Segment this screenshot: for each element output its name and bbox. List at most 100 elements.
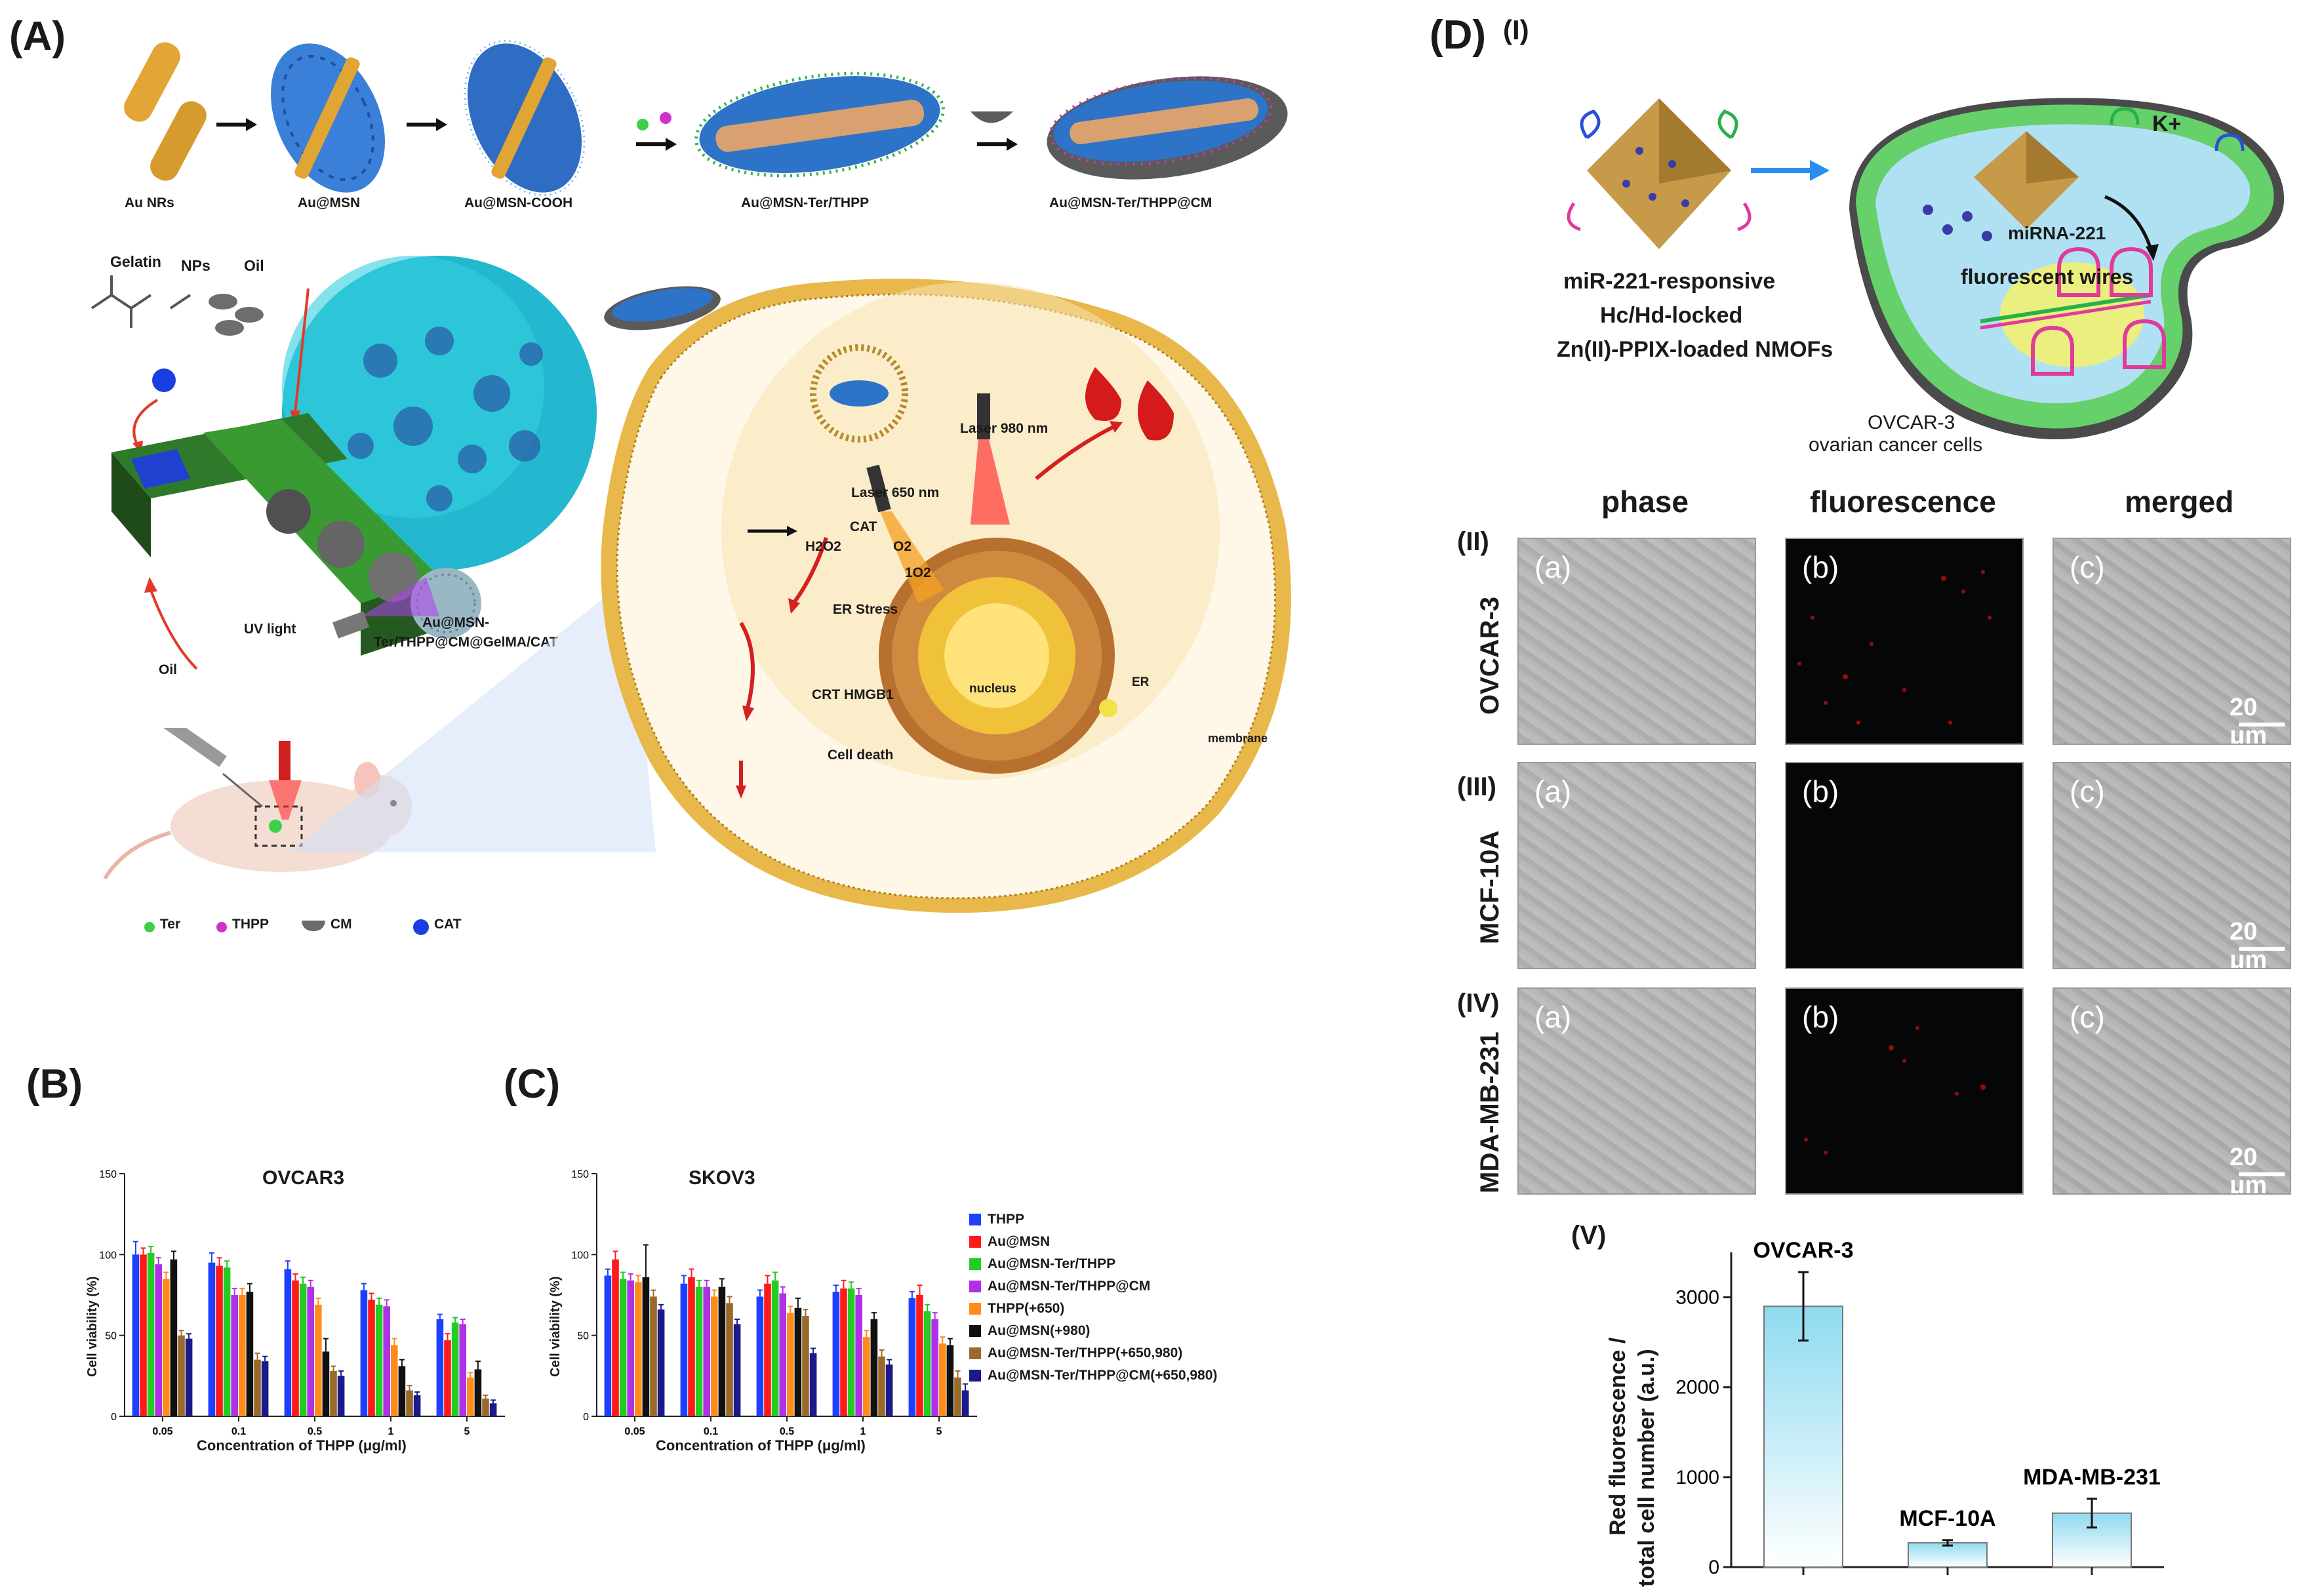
nucleus-label: nucleus (969, 682, 1016, 696)
bar (718, 1286, 726, 1416)
scheme-cell-line2: ovarian cancer cells (1809, 434, 1983, 456)
chart-c-title: SKOV3 (689, 1167, 755, 1189)
chart-c-ylabel: Cell viability (%) (548, 1276, 563, 1377)
bar (254, 1359, 261, 1416)
legend-swatch (969, 1236, 981, 1248)
subpanel-a: (a) (1534, 1000, 1572, 1034)
bar (878, 1356, 885, 1416)
legend-label: Au@MSN (988, 1234, 1051, 1249)
chart-b-ylabel: Cell viability (%) (85, 1276, 100, 1377)
roman-v: (V) (1571, 1221, 1607, 1250)
legend-item: Au@MSN-Ter/THPP (969, 1256, 1115, 1272)
y-tick-label: 150 (571, 1169, 589, 1180)
legend-thpp-label: THPP (232, 917, 270, 932)
scale-text: 20 μm (2230, 918, 2268, 969)
scale-text: 20 μm (2230, 694, 2268, 745)
x-tick-label: 5 (936, 1426, 942, 1437)
bar (444, 1340, 451, 1416)
legend-label: THPP(+650) (988, 1301, 1065, 1316)
bar (459, 1324, 466, 1416)
oil-top-label: Oil (244, 257, 264, 274)
product-label-line2: Ter/THPP@CM@GelMA/CAT (374, 635, 558, 650)
legend-item: Au@MSN-Ter/THPP@CM (969, 1279, 1150, 1294)
bar-category-label: OVCAR-3 (1753, 1238, 1853, 1263)
scale-text: 20 μm (2230, 1144, 2268, 1195)
bar (231, 1295, 238, 1416)
panel-a-legend: Ter THPP CM CAT (144, 915, 511, 942)
nmof-line2: Hc/Hd-locked (1600, 303, 1743, 328)
nmof-scheme (1567, 98, 2285, 440)
header-fluorescence: fluorescence (1810, 485, 1996, 519)
y-tick-label: 0 (1708, 1557, 1719, 1578)
red-fluorescence-dots (1797, 570, 1992, 725)
legend-item: THPP (969, 1212, 1024, 1227)
laser-980-label: Laser 980 nm (960, 421, 1049, 436)
legend-label: Au@MSN(+980) (988, 1323, 1091, 1338)
x-tick-label: 1 (860, 1426, 866, 1437)
legend-swatch (969, 1258, 981, 1270)
legend-swatch (969, 1303, 981, 1315)
bar (885, 1364, 893, 1416)
legend-label: Au@MSN-Ter/THPP@CM(+650,980) (988, 1368, 1218, 1383)
chart-c-xlabel: Concentration of THPP (μg/ml) (656, 1437, 866, 1454)
chart-c-legend: THPP Au@MSN Au@MSN-Ter/THPP Au@MSN-Ter/THPP… (969, 1212, 1310, 1408)
x-tick-label: 0.5 (780, 1426, 794, 1437)
bar (946, 1345, 954, 1416)
bar (688, 1277, 695, 1416)
bar (604, 1275, 612, 1416)
roman-iv: (IV) (1457, 989, 1500, 1018)
row-label-ovcar3: OVCAR-3 (1475, 596, 1504, 715)
roman-iii: (III) (1457, 772, 1496, 801)
step-label-au-msn-cooh: Au@MSN-COOH (464, 195, 573, 210)
subpanel-a: (a) (1534, 550, 1572, 584)
scale-bar (2239, 1172, 2285, 1176)
y-tick-label: 1000 (1675, 1467, 1719, 1488)
bar (756, 1296, 764, 1416)
bar (467, 1377, 474, 1416)
bar (398, 1366, 406, 1416)
er-label: ER (1132, 675, 1150, 689)
bar (246, 1292, 254, 1416)
roman-ii: (II) (1457, 527, 1489, 556)
x-tick-label: 5 (464, 1426, 470, 1437)
product-label-line1: Au@MSN- (422, 615, 490, 630)
bar (163, 1279, 170, 1416)
x-tick-label: 0.05 (624, 1426, 645, 1437)
bar (695, 1286, 703, 1416)
bar (368, 1300, 375, 1416)
y-tick-label: 100 (571, 1250, 589, 1261)
bar (223, 1267, 231, 1416)
bar (330, 1370, 337, 1416)
roman-i: (I) (1503, 14, 1529, 45)
bar (832, 1292, 840, 1416)
bar (147, 1252, 155, 1416)
bar (383, 1306, 390, 1416)
nps-label: NPs (181, 257, 210, 274)
chart-b-xlabel: Concentration of THPP (μg/ml) (197, 1437, 407, 1454)
legend-swatch (969, 1370, 981, 1382)
bar (642, 1277, 650, 1416)
au-msn-ter-thpp-cm-drawing (1047, 76, 1288, 180)
bar (779, 1293, 786, 1416)
legend-cat-dot (413, 919, 429, 935)
subpanel-c: (c) (2070, 550, 2105, 584)
bar (680, 1283, 688, 1416)
legend-swatch (969, 1325, 981, 1337)
y-tick-label: 0 (583, 1412, 589, 1423)
legend-swatch (969, 1214, 981, 1225)
x-tick-label: 0.1 (704, 1426, 718, 1437)
au-nanorods-drawing (124, 42, 207, 181)
o2-label: O2 (893, 539, 912, 554)
step-label-au-nrs: Au NRs (125, 195, 174, 210)
bar (1763, 1305, 1843, 1568)
subpanel-b: (b) (1802, 1000, 1839, 1034)
legend-label: Au@MSN-Ter/THPP@CM (988, 1279, 1151, 1294)
y-tick-label: 50 (105, 1331, 117, 1342)
bar (474, 1369, 482, 1416)
mdamb231-fluorescence-image: (b) (1785, 987, 2024, 1195)
mdamb231-phase-image: (a) (1517, 987, 1756, 1195)
bar (315, 1304, 322, 1416)
legend-label: Au@MSN-Ter/THPP (988, 1256, 1116, 1271)
fluorescent-wires-label: fluorescent wires (1961, 265, 2134, 289)
membrane-label: membrane (1208, 732, 1268, 745)
